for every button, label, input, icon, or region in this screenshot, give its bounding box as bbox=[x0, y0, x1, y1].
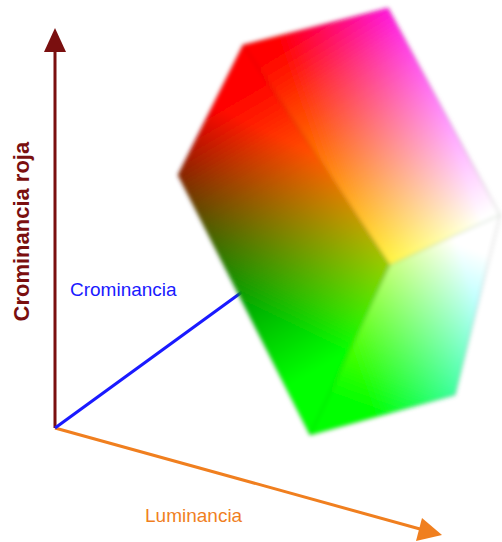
axis-label: Crominancia bbox=[68, 279, 179, 301]
axis-label: Luminancia bbox=[145, 505, 242, 527]
axis-arrowhead bbox=[44, 28, 66, 52]
chroma-axis bbox=[55, 292, 242, 428]
rgb-cube bbox=[178, 8, 500, 435]
axis-label: Crominancia roja bbox=[9, 142, 34, 322]
luminance-axis bbox=[55, 428, 420, 529]
axis-arrowhead bbox=[416, 518, 442, 541]
red-chroma-axis bbox=[54, 50, 57, 428]
